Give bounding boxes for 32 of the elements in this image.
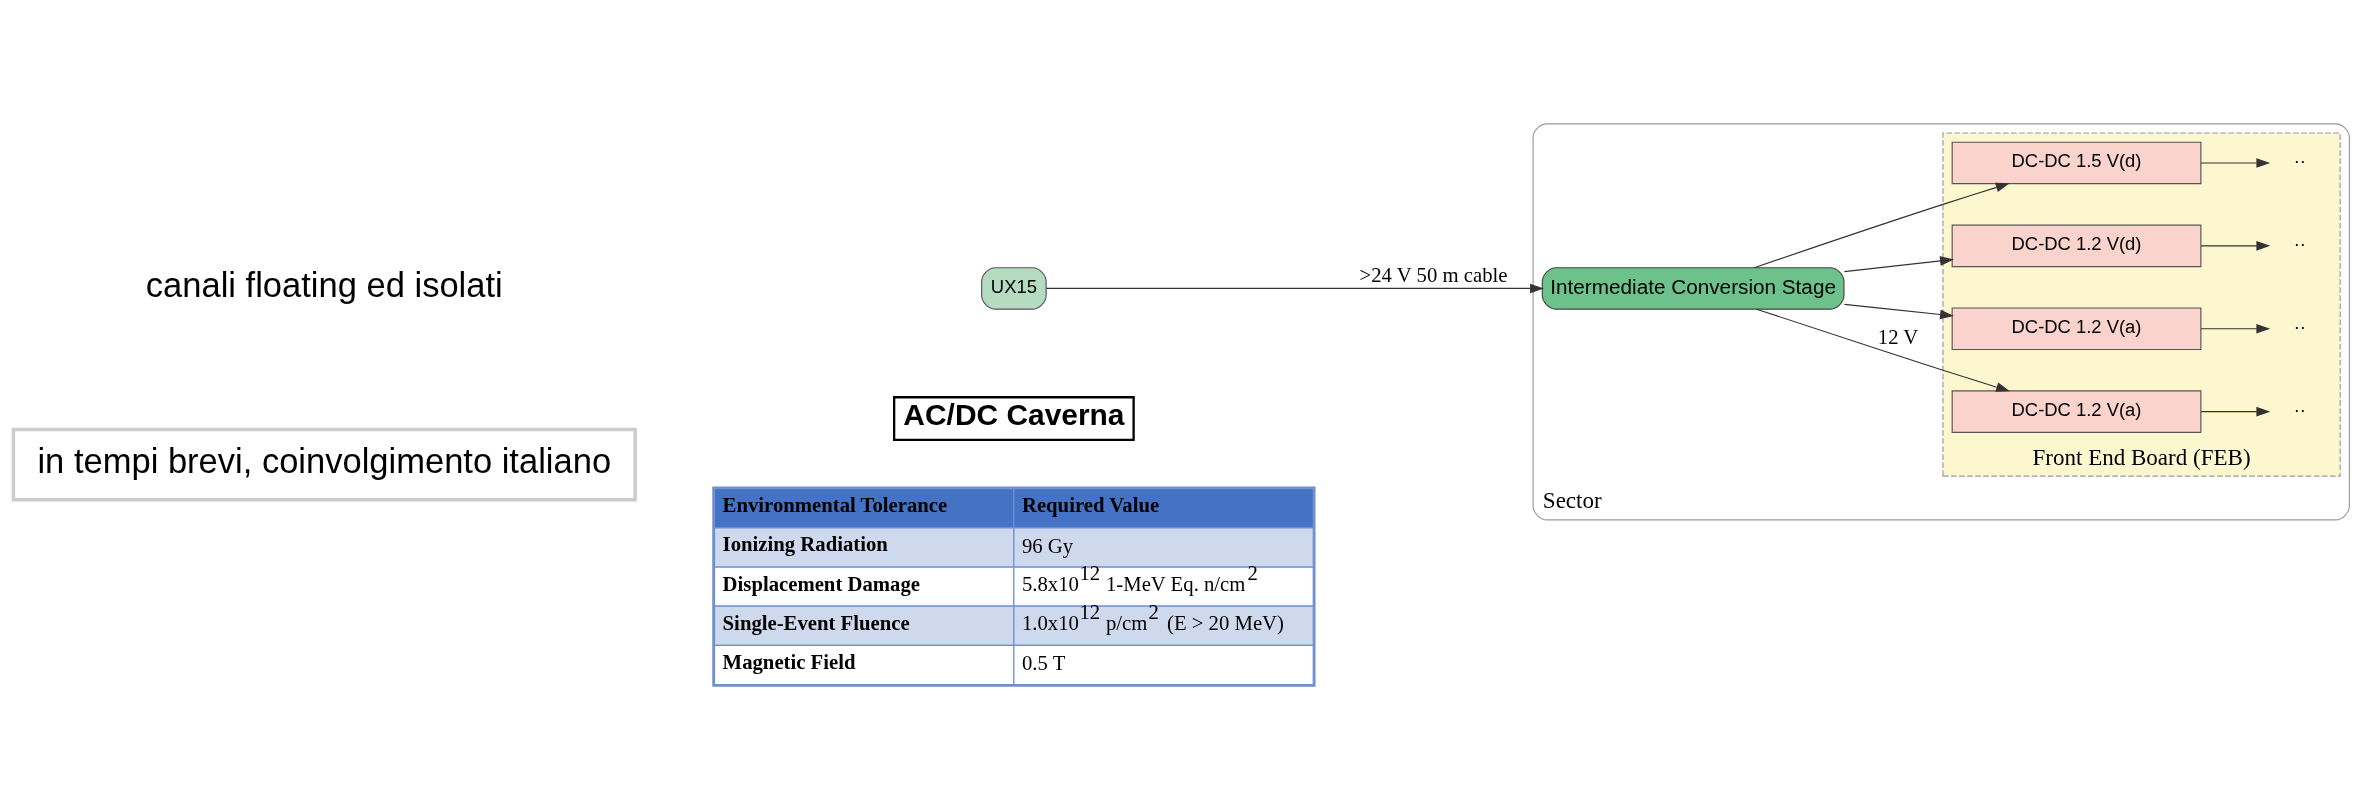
arrow: [2200, 240, 2271, 251]
arrow: [2200, 157, 2271, 168]
label: Environmental Tolerance: [722, 493, 948, 516]
node-text: ··: [2293, 315, 2306, 337]
node-text: ··: [2293, 149, 2306, 171]
node-box: UX15: [981, 266, 1047, 310]
arrow: [1753, 182, 2010, 268]
label: Displacement Damage: [722, 572, 920, 595]
label: Ionizing Radiation: [722, 532, 888, 555]
arrow: [2200, 323, 2271, 334]
edge-label: >24 V 50 m cable: [1359, 263, 1508, 286]
label: Single-Event Fluence: [722, 611, 910, 634]
node-box: DC-DC 1.2 V(a): [1951, 306, 2202, 350]
label: canali floating ed isolati: [145, 265, 503, 304]
label: Required Value: [1021, 493, 1160, 516]
node-box: DC-DC 1.2 V(a): [1951, 389, 2202, 433]
node-text: ··: [2293, 232, 2306, 254]
label: Magnetic Field: [722, 650, 856, 673]
node-box: DC-DC 1.2 V(d): [1951, 224, 2202, 267]
node-box: Intermediate Conversion Stage: [1541, 266, 1845, 310]
arrow: [1755, 308, 2010, 392]
node-box: DC-DC 1.5 V(d): [1951, 141, 2202, 184]
node-box: AC/DC Caverna: [893, 395, 1135, 441]
label: 0.5 T: [1021, 651, 1066, 674]
arrow: [1843, 303, 1954, 319]
node-text: ··: [2293, 398, 2306, 420]
arrow: [1843, 255, 1954, 272]
label: 96 Gy: [1021, 534, 1074, 557]
arrow: [1045, 283, 1544, 293]
arrow: [2200, 406, 2271, 416]
edge-label: 12 V: [1877, 325, 1919, 348]
node-box: in tempi brevi, coinvolgimento italiano: [11, 427, 637, 501]
